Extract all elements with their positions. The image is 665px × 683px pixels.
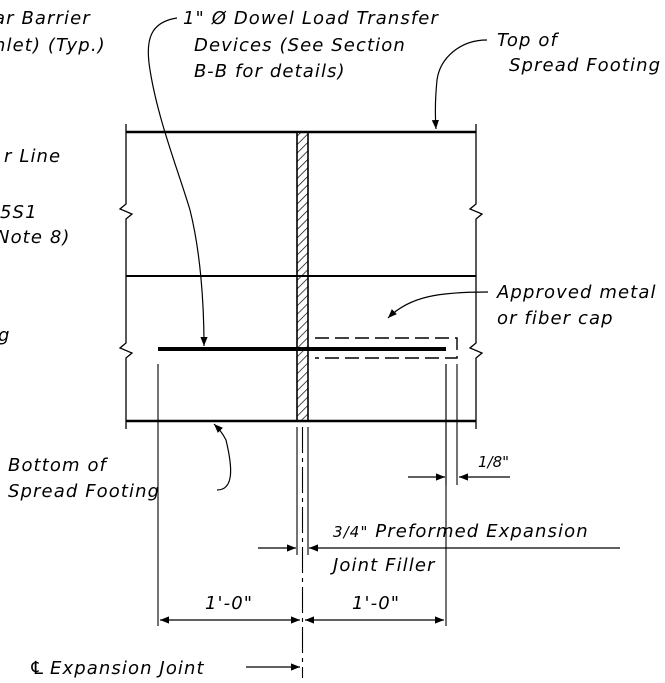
dowel-cap-outline	[315, 337, 458, 359]
dowel-label-line3: B-B for details)	[194, 61, 346, 82]
three-quarter-inch: 3/4"	[333, 523, 368, 541]
bottom-footing-label-line2: Spread Footing	[8, 481, 160, 502]
preformed-text: Preformed Expansion	[368, 521, 588, 542]
cap-label-line1: Approved metal	[496, 282, 657, 303]
top-footing-label-line2: Spread Footing	[509, 55, 661, 76]
dim-right-label: 1'-0"	[352, 593, 400, 614]
centerline-symbol: ℄	[29, 658, 46, 679]
cap-leader	[387, 291, 489, 319]
left-g-label: g	[0, 325, 11, 346]
preformed-label-line2: Joint Filler	[330, 555, 436, 576]
left-note8-label: Note 8)	[0, 227, 71, 248]
dowel-label-line1: 1" Ø Dowel Load Transfer	[183, 8, 439, 29]
left-line-label: r Line	[4, 146, 61, 167]
right-break-line	[468, 124, 484, 429]
joint-filler	[296, 131, 309, 422]
barrier-label-line2: nlet) (Typ.)	[0, 35, 106, 56]
bottom-footing-label-line1: Bottom of	[8, 455, 109, 476]
top-footing-leader	[431, 39, 488, 130]
left-break-line	[118, 124, 134, 429]
preformed-label-line1: 3/4" Preformed Expansion	[333, 521, 589, 542]
barrier-label-line1: ar Barrier	[0, 8, 91, 29]
cap-label-line2: or fiber cap	[497, 308, 614, 329]
centerline-label: Expansion Joint	[50, 658, 205, 679]
dowel-label-line2: Devices (See Section	[194, 35, 406, 56]
dim-left-label: 1'-0"	[205, 593, 253, 614]
top-footing-label-line1: Top of	[497, 30, 559, 51]
dowel-leader	[147, 17, 208, 347]
left-5s1-label: 5S1	[0, 202, 38, 223]
eighth-inch-label: 1/8"	[478, 453, 509, 471]
bottom-footing-leader	[213, 423, 232, 491]
